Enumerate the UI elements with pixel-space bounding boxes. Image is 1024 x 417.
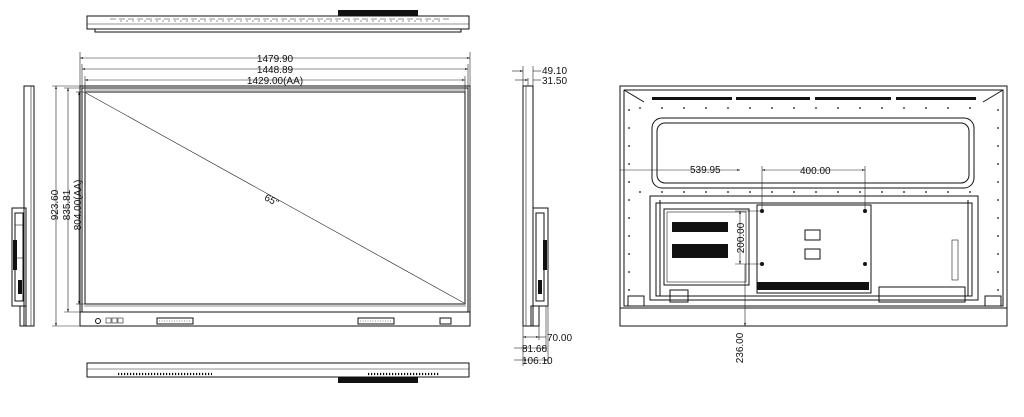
- screw-dot: [628, 181, 630, 183]
- front-diagonal-label: 65": [262, 192, 281, 209]
- screw-dot: [925, 107, 927, 109]
- screw-dot: [903, 191, 905, 193]
- screw-dot: [771, 107, 773, 109]
- top-view: [86, 10, 470, 33]
- left-side-view: [11, 85, 35, 327]
- screw-dot: [997, 181, 999, 183]
- screw-dot: [705, 107, 707, 109]
- back-screw-dots: [628, 107, 999, 291]
- back-vesa-x: 400.00: [800, 166, 831, 177]
- screw-dot: [683, 107, 685, 109]
- back-view: 539.95 400.00 200.00 236.00: [619, 85, 1008, 363]
- screw-dot: [628, 235, 630, 237]
- screw-dot: [628, 127, 630, 129]
- screw-dot: [628, 199, 630, 201]
- screw-dot: [661, 107, 663, 109]
- screw-dot: [997, 289, 999, 291]
- front-width-active: 1429.00(AA): [247, 76, 303, 87]
- screw-dot: [815, 191, 817, 193]
- back-vesa-y: 200.00: [736, 222, 747, 253]
- screw-dot: [997, 145, 999, 147]
- screw-dot: [683, 191, 685, 193]
- screw-dot: [628, 253, 630, 255]
- screw-dot: [639, 191, 641, 193]
- screw-dot: [881, 191, 883, 193]
- screw-dot: [859, 107, 861, 109]
- side-depth-top-outer: 49.10: [542, 66, 567, 77]
- front-height-active: 804.00(AA): [73, 180, 84, 231]
- screw-dot: [969, 107, 971, 109]
- screw-dot: [947, 107, 949, 109]
- bottom-view: [86, 362, 470, 383]
- screw-dot: [793, 191, 795, 193]
- screw-dot: [903, 107, 905, 109]
- screw-dot: [771, 191, 773, 193]
- screw-dot: [997, 253, 999, 255]
- screw-dot: [997, 217, 999, 219]
- screw-dot: [925, 191, 927, 193]
- screw-dot: [997, 127, 999, 129]
- front-width-outer: 1479.90: [257, 54, 294, 65]
- front-width-bezel: 1448.89: [257, 65, 294, 76]
- side-depth-bottom-b: 81.60: [522, 344, 547, 355]
- screw-dot: [705, 191, 707, 193]
- screw-dot: [947, 191, 949, 193]
- screw-dot: [628, 217, 630, 219]
- screw-dot: [969, 191, 971, 193]
- side-depth-bottom-c: 106.10: [522, 356, 553, 367]
- side-depth-top-inner: 31.50: [542, 76, 567, 87]
- screw-dot: [749, 191, 751, 193]
- screw-dot: [628, 289, 630, 291]
- screw-dot: [859, 191, 861, 193]
- screw-dot: [837, 107, 839, 109]
- screw-dot: [661, 191, 663, 193]
- screw-dot: [997, 271, 999, 273]
- back-offset-x: 539.95: [690, 165, 721, 176]
- screw-dot: [793, 107, 795, 109]
- front-height-bezel: 835.81: [62, 189, 73, 220]
- screw-dot: [727, 191, 729, 193]
- screw-dot: [628, 271, 630, 273]
- screw-dot: [628, 163, 630, 165]
- screw-dot: [997, 235, 999, 237]
- screw-dot: [837, 191, 839, 193]
- screw-dot: [639, 107, 641, 109]
- screw-dot: [727, 107, 729, 109]
- back-bottom-offset: 236.00: [735, 332, 746, 363]
- front-view: 1479.90 1448.89 1429.00(AA) 923.60 835.8…: [50, 52, 471, 327]
- screw-dot: [997, 163, 999, 165]
- screw-dot: [881, 107, 883, 109]
- screw-dot: [628, 145, 630, 147]
- screw-dot: [997, 199, 999, 201]
- side-depth-bottom-a: 70.00: [547, 333, 572, 344]
- screw-dot: [628, 109, 630, 111]
- screw-dot: [997, 109, 999, 111]
- screw-dot: [815, 107, 817, 109]
- front-height-outer: 923.60: [50, 189, 61, 220]
- right-side-view: 49.10 31.50 70.00 81.60 106.10: [512, 66, 572, 367]
- screw-dot: [749, 107, 751, 109]
